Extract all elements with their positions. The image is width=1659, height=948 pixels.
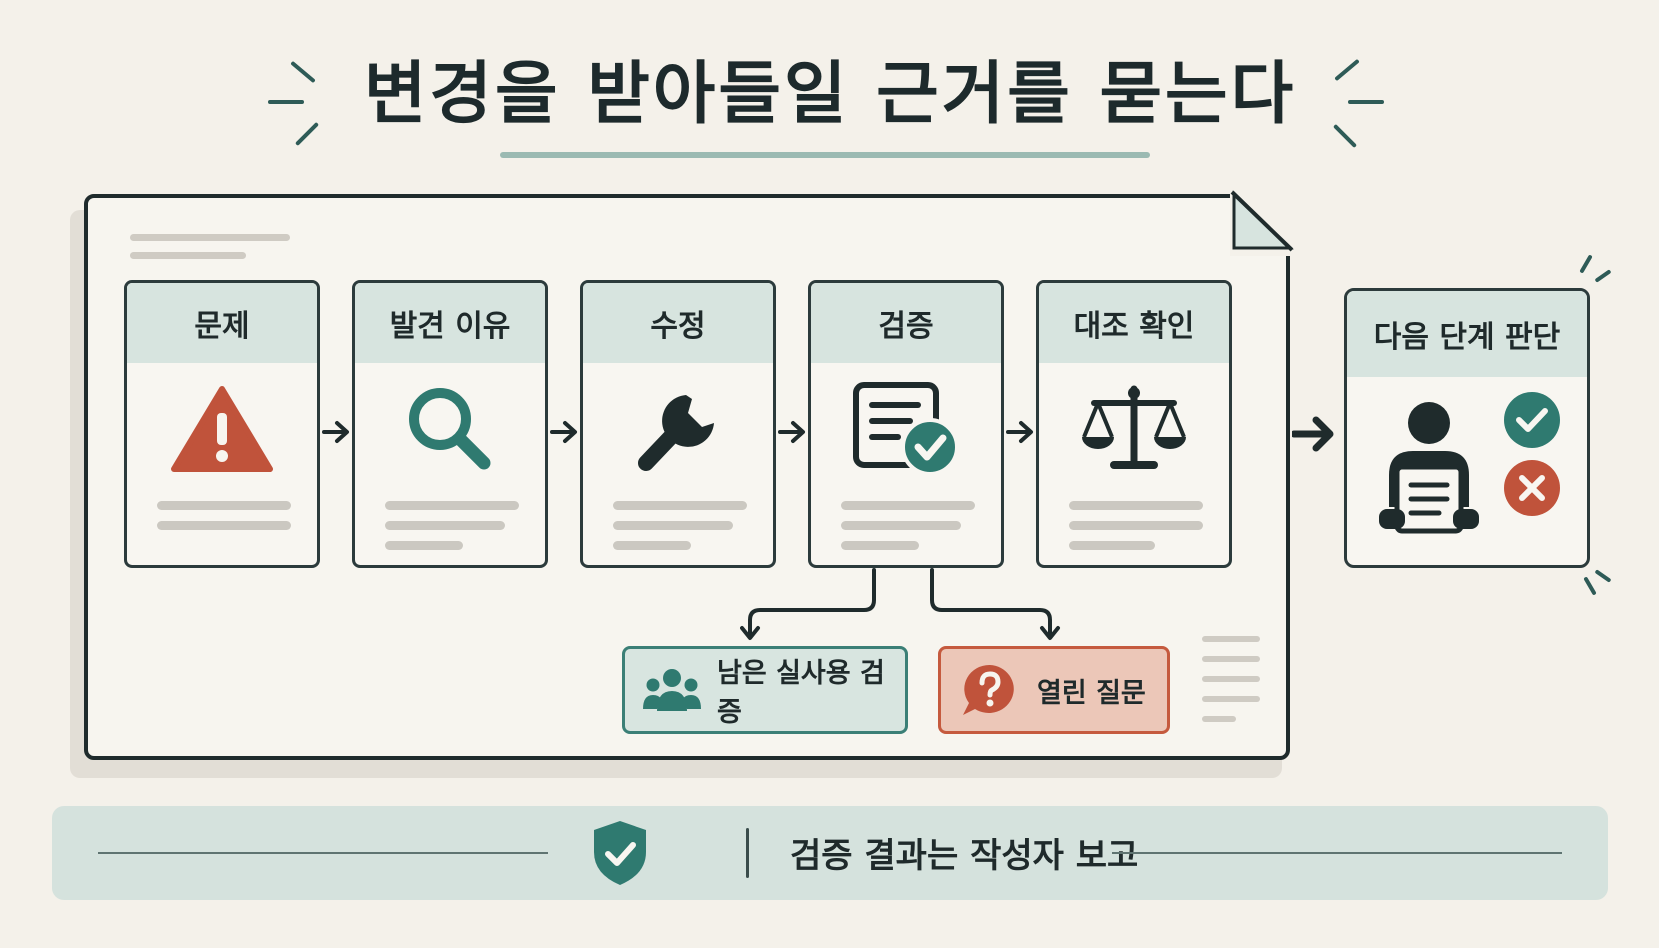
decorative-line: [385, 501, 519, 510]
title-burst-right-mid: [1348, 100, 1384, 104]
person-icon: [1379, 402, 1479, 534]
decorative-line: [1202, 696, 1260, 702]
magnifier-icon: [355, 377, 545, 481]
step-card-discovery-reason: 발견 이유: [352, 280, 548, 568]
decorative-line: [1202, 676, 1260, 682]
step-title: 검증: [811, 283, 1001, 363]
branch-arrows: [740, 568, 1060, 640]
decorative-line: [130, 252, 246, 259]
document-corner-fold: [1230, 190, 1294, 256]
title-burst-left-top: [290, 60, 316, 84]
flow-arrow: [550, 421, 577, 443]
decorative-line: [157, 501, 291, 510]
step-card-verification: 검증: [808, 280, 1004, 568]
decorative-line: [1202, 716, 1236, 722]
decorative-line: [841, 501, 975, 510]
title-burst-left-bottom: [294, 121, 320, 147]
step-card-problem: 문제: [124, 280, 320, 568]
decorative-line: [1202, 636, 1260, 642]
footer-rule-left: [98, 852, 548, 854]
question-bubble-icon: [959, 661, 1021, 719]
decision-burst: [1594, 269, 1612, 283]
title-burst-right-top: [1334, 58, 1360, 82]
wrench-icon: [583, 377, 773, 481]
checked-document-icon: [811, 377, 1001, 481]
step-title: 대조 확인: [1039, 283, 1229, 363]
warning-icon: [127, 377, 317, 481]
decorative-line: [1202, 656, 1260, 662]
footer-rule-right: [1112, 852, 1562, 854]
branch-label: 남은 실사용 검증: [717, 658, 885, 728]
flow-arrow: [322, 421, 349, 443]
balance-scale-icon: [1039, 377, 1229, 481]
title-burst-left-mid: [268, 100, 304, 104]
decorative-line: [613, 541, 691, 550]
shield-check-icon: [594, 821, 646, 885]
decorative-line: [841, 541, 919, 550]
decorative-line: [1069, 501, 1203, 510]
step-title: 문제: [127, 283, 317, 363]
decorative-line: [157, 521, 291, 530]
footer-text: 검증 결과는 작성자 보고: [790, 836, 1139, 876]
footer-separator: [746, 828, 749, 878]
flow-arrow: [1006, 421, 1033, 443]
title-burst-right-bottom: [1332, 123, 1358, 149]
decorative-line: [385, 541, 463, 550]
decision-burst: [1594, 569, 1612, 583]
page-title: 변경을 받아들일 근거를 묻는다: [363, 55, 1297, 134]
x-circle-icon: [1504, 460, 1560, 516]
decorative-line: [1069, 521, 1203, 530]
step-card-fix: 수정: [580, 280, 776, 568]
decorative-line: [385, 521, 505, 530]
flow-arrow: [778, 421, 805, 443]
branch-label: 열린 질문: [1037, 677, 1146, 709]
footer-banner: 검증 결과는 작성자 보고: [52, 806, 1608, 900]
decorative-line: [613, 521, 733, 530]
check-circle-icon: [1504, 392, 1560, 448]
decorative-line: [1069, 541, 1155, 550]
step-title: 수정: [583, 283, 773, 363]
open-questions: 열린 질문: [938, 646, 1170, 734]
step-title: 발견 이유: [355, 283, 545, 363]
title-underline: [500, 152, 1150, 158]
decision-title: 다음 단계 판단: [1347, 291, 1587, 377]
decision-burst: [1579, 254, 1593, 274]
group-icon: [643, 665, 701, 715]
next-step-decision-card: 다음 단계 판단: [1344, 288, 1590, 568]
decorative-line: [130, 234, 290, 241]
decorative-line: [613, 501, 747, 510]
remaining-real-use-verification: 남은 실사용 검증: [622, 646, 908, 734]
flow-arrow-to-decision: [1292, 416, 1334, 452]
decision-burst: [1583, 576, 1597, 596]
step-card-cross-check: 대조 확인: [1036, 280, 1232, 568]
decorative-line: [841, 521, 961, 530]
